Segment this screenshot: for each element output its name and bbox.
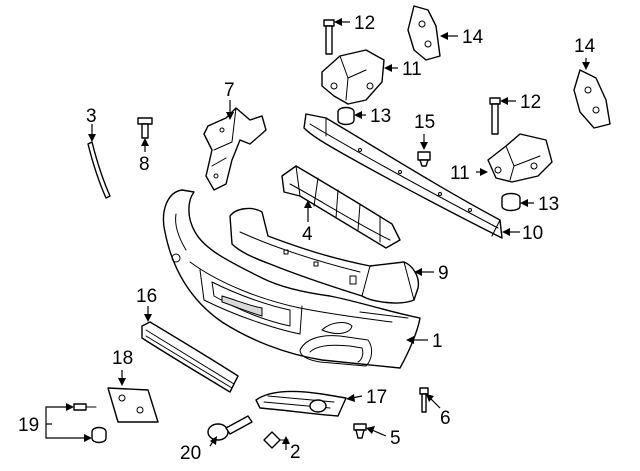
plate-14-lower <box>573 69 611 129</box>
callout-15: 15 <box>414 112 435 133</box>
bracket-11-lower <box>487 133 553 183</box>
screw-8 <box>137 117 153 139</box>
push-clip-5 <box>353 423 367 439</box>
leader-lines <box>45 18 590 450</box>
callout-labels: 1 2 3 4 5 6 7 8 9 10 11 11 12 12 13 13 1… <box>18 13 596 464</box>
bracket-11-upper <box>321 49 385 105</box>
energy-absorber <box>229 207 420 304</box>
callout-12-upper: 12 <box>354 13 375 34</box>
bolt-12-upper <box>323 19 335 55</box>
lower-grille <box>141 321 239 393</box>
seal-strip <box>87 141 111 199</box>
nut-13-upper <box>337 106 355 126</box>
callout-11-upper: 11 <box>402 59 422 80</box>
center-bracket <box>281 165 401 249</box>
callout-6: 6 <box>440 408 451 429</box>
fog-lamp-bezel <box>255 390 347 417</box>
callout-4: 4 <box>302 224 313 245</box>
callout-5: 5 <box>390 428 401 449</box>
fastener-19-screw <box>91 426 107 444</box>
callout-9: 9 <box>438 263 449 284</box>
callout-16: 16 <box>136 286 157 307</box>
callout-20: 20 <box>180 443 201 464</box>
callout-2: 2 <box>290 442 301 463</box>
callout-8: 8 <box>139 154 150 175</box>
plate-14-upper <box>407 5 441 61</box>
callout-14-upper: 14 <box>462 27 484 48</box>
clip-15 <box>417 151 431 167</box>
nut-13-lower <box>501 192 521 212</box>
side-bracket <box>203 107 267 191</box>
bumper-cover <box>162 189 421 369</box>
tow-hook <box>207 415 253 441</box>
callout-10: 10 <box>522 223 543 244</box>
callout-18: 18 <box>112 348 133 369</box>
callout-17: 17 <box>366 387 387 408</box>
callout-12-lower: 12 <box>520 92 541 113</box>
stud-6 <box>419 387 429 413</box>
license-bracket <box>107 387 159 423</box>
callout-7: 7 <box>224 80 235 101</box>
callout-19: 19 <box>18 415 39 436</box>
callout-1: 1 <box>432 331 443 352</box>
bolt-12-lower <box>489 97 501 135</box>
callout-3: 3 <box>86 106 97 127</box>
callout-14-lower: 14 <box>574 36 596 57</box>
reinforcement-bar <box>303 113 503 239</box>
callout-13-lower: 13 <box>538 194 559 215</box>
fastener-19-rivet <box>73 403 97 411</box>
callout-11-lower: 11 <box>450 163 470 184</box>
callout-13-upper: 13 <box>370 106 391 127</box>
